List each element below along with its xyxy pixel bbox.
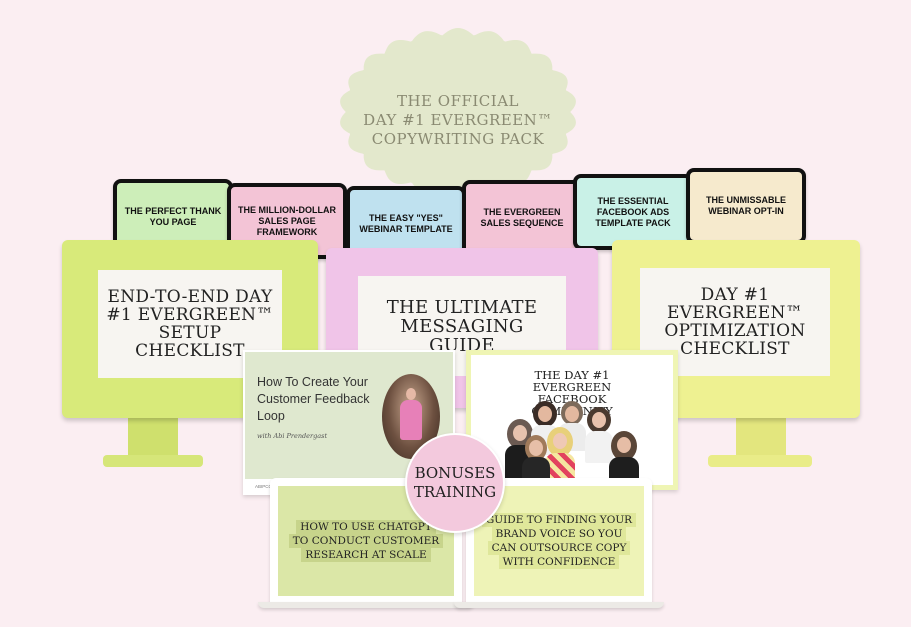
presenter-body [400,400,422,440]
badge-line-2: DAY #1 EVERGREEN™ [363,111,553,129]
official-pack-badge: THE OFFICIAL DAY #1 EVERGREEN™ COPYWRITI… [333,22,583,192]
tablet-sales-sequence: THE EVERGREEN SALES SEQUENCE [462,180,582,256]
feedback-loop-author: with Abi Prendergast [257,432,328,440]
laptop-line: WITH CONFIDENCE [498,555,620,569]
laptop-line: HOW TO USE CHATGPT [296,520,436,534]
laptop-line: CAN OUTSOURCE COPY [487,541,631,555]
right-monitor-foot [708,455,812,467]
badge-title: THE OFFICIAL DAY #1 EVERGREEN™ COPYWRITI… [333,92,583,149]
center-monitor-title: THE ULTIMATE MESSAGING GUIDE [386,296,538,356]
left-monitor-stand [128,415,178,460]
tablet-label: THE EVERGREEN SALES SEQUENCE [480,207,564,228]
right-monitor: DAY #1 EVERGREEN™ OPTIMIZATION CHECKLIST [612,240,860,418]
tablet-label: THE ESSENTIAL FACEBOOK ADS TEMPLATE PACK [595,195,671,228]
laptop-line: RESEARCH AT SCALE [301,548,431,562]
bonuses-label: BONUSES [414,464,496,482]
tablet-facebook-ads-pack: THE ESSENTIAL FACEBOOK ADS TEMPLATE PACK [573,174,693,250]
training-label: TRAINING [413,483,497,501]
left-monitor-screen: END-TO-END DAY #1 EVERGREEN™ SETUP CHECK… [98,270,282,378]
badge-line-3: COPYWRITING PACK [371,130,545,148]
tablet-label: THE UNMISSABLE WEBINAR OPT-IN [705,195,786,216]
tablet-label: THE EASY "YES" WEBINAR TEMPLATE [359,213,453,234]
left-monitor: END-TO-END DAY #1 EVERGREEN™ SETUP CHECK… [62,240,318,418]
laptop-base-right [454,602,664,608]
tablet-label: THE PERFECT THANK YOU PAGE [124,206,222,227]
left-monitor-title: END-TO-END DAY #1 EVERGREEN™ SETUP CHECK… [106,287,274,361]
feedback-loop-title: How To Create Your Customer Feedback Loo… [257,375,370,423]
presenter-head [406,388,416,400]
right-monitor-stand [736,413,786,458]
right-monitor-title: DAY #1 EVERGREEN™ OPTIMIZATION CHECKLIST [664,285,806,359]
left-monitor-foot [103,455,203,467]
tablet-label: THE MILLION-DOLLAR SALES PAGE FRAMEWORK [238,204,336,237]
community-group-photo [505,401,643,485]
badge-line-1: THE OFFICIAL [396,92,520,110]
laptop-base-left [258,602,474,608]
center-monitor: THE ULTIMATE MESSAGING GUIDE [326,248,598,408]
laptop-line: BRAND VOICE SO YOU [491,527,627,541]
laptop-line: TO CONDUCT CUSTOMER [288,534,444,548]
bonuses-training-badge: BONUSES TRAINING [405,433,505,533]
tablet-webinar-opt-in: THE UNMISSABLE WEBINAR OPT-IN [686,168,806,244]
laptop-screen: GUIDE TO FINDING YOUR BRAND VOICE SO YOU… [474,486,644,596]
laptop-line: GUIDE TO FINDING YOUR [481,513,637,527]
